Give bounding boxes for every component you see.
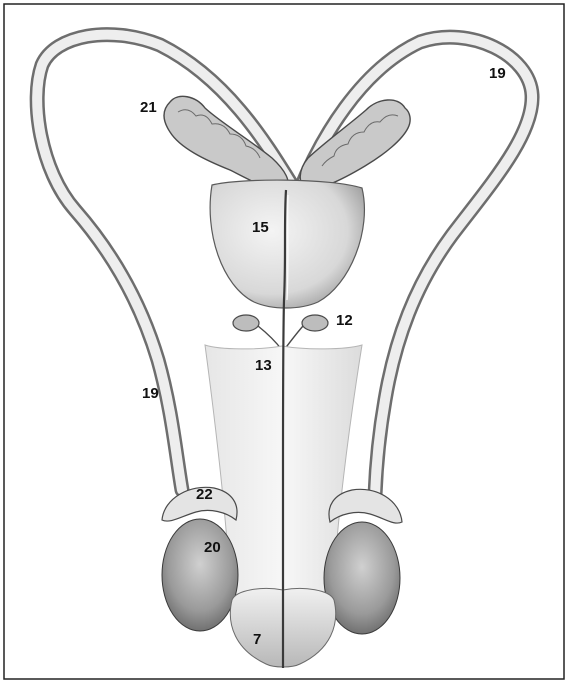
label-13: 13 <box>255 358 272 373</box>
label-19-left: 19 <box>142 386 159 401</box>
testis-left <box>162 519 238 631</box>
label-15: 15 <box>252 220 269 235</box>
label-19-top: 19 <box>489 66 506 81</box>
label-22: 22 <box>196 487 213 502</box>
gland-left <box>233 315 259 331</box>
gland-right <box>302 315 328 331</box>
label-20: 20 <box>204 540 221 555</box>
label-21: 21 <box>140 100 157 115</box>
label-7: 7 <box>253 632 261 647</box>
label-12: 12 <box>336 313 353 328</box>
